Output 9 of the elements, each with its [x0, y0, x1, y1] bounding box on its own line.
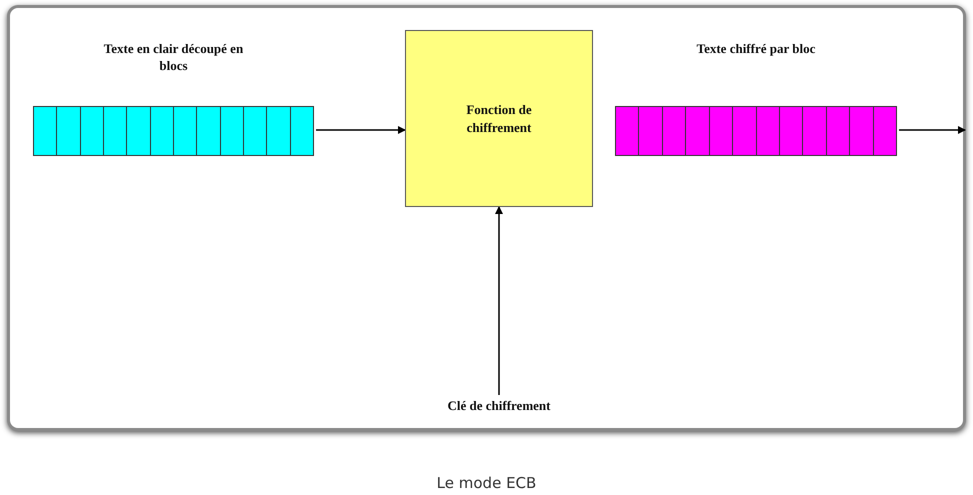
caption: Le mode ECB [436, 474, 538, 492]
arrow [899, 126, 966, 134]
arrow [495, 206, 503, 395]
process-box [405, 30, 593, 207]
block-heading: Texte en clair découpé en blocs [102, 40, 244, 74]
arrow [316, 126, 406, 134]
block-heading: Texte chiffré par bloc [696, 40, 816, 57]
input-label: Clé de chiffrement [447, 397, 550, 415]
process-label: Fonction de chiffrement [465, 100, 533, 136]
